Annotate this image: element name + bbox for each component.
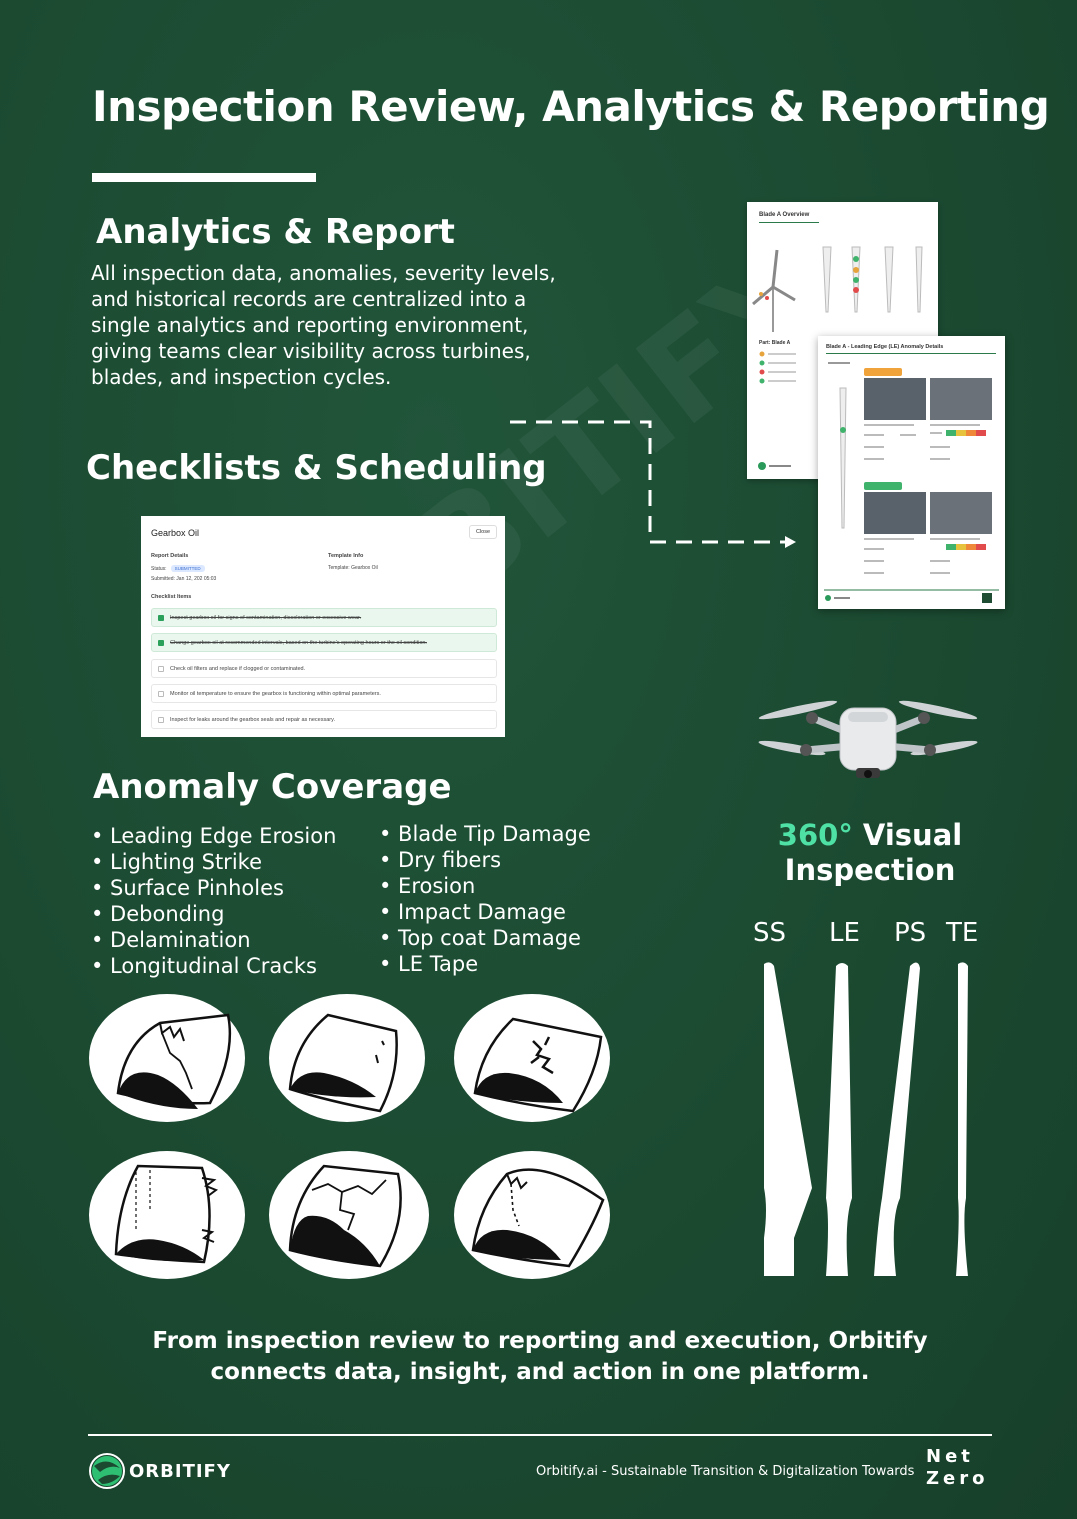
report-title: Blade A Overview [759,212,810,218]
lightning-strike-illustration-icon [269,994,425,1122]
analytics-heading: Analytics & Report [96,212,455,252]
template-value: Gearbox Oil [351,565,378,571]
blade-label-te: TE [946,918,979,948]
checklist-item[interactable]: Monitor oil temperature to ensure the ge… [151,684,497,703]
checklist-card: Gearbox Oil Close Report Details Status:… [141,516,505,737]
blade-label-le: LE [829,918,860,948]
blade-label-ps: PS [894,918,927,948]
checklist-item-text: Monitor oil temperature to ensure the ge… [170,690,381,697]
checklist-items-label: Checklist Items [151,594,192,600]
anomaly-details-content-icon [824,362,999,603]
close-button[interactable]: Close [468,525,497,539]
submitted-row: Submitted: Jan 12, 202 05:03 [151,576,216,582]
analytics-line: blades, and inspection cycles. [91,365,392,389]
report-title-rule [759,222,819,223]
anomaly-item: • Erosion [379,874,476,898]
anomaly-item: • Impact Damage [379,900,566,924]
checkbox-checked-icon[interactable] [158,639,164,646]
submitted-label: Submitted: [151,576,175,582]
status-label: Status: [151,566,167,572]
report-title: Blade A - Leading Edge (LE) Anomaly Deta… [826,344,944,350]
report-title-rule [826,353,996,354]
anomaly-list-col2: • Blade Tip Damage • Dry fibers • Erosio… [379,821,591,977]
blade-label-ss: SS [753,918,787,948]
surface-pinholes-illustration-icon [454,994,610,1122]
card-title: Gearbox Oil [151,528,200,538]
anomaly-item: • Surface Pinholes [91,876,284,900]
report-part-label: Part: Blade A [759,340,791,346]
page-title: Inspection Review, Analytics & Reporting [92,82,1050,131]
status-row: Status:SUBMITTED [151,565,205,572]
dashed-arrow-icon [510,420,796,548]
submitted-value: Jan 12, 202 05:03 [176,576,217,582]
analytics-line: single analytics and reporting environme… [91,313,529,337]
brand-name: ORBITIFY [129,1461,231,1482]
anomaly-details-report: Blade A - Leading Edge (LE) Anomaly Deta… [818,336,1005,609]
checklist-item-text: Change gearbox oil at recommended interv… [170,639,427,646]
inspection-title: 360° Visual Inspection [760,818,980,888]
footer-divider [88,1434,992,1436]
anomaly-heading: Anomaly Coverage [93,767,452,807]
anomaly-item: • Top coat Damage [379,926,581,950]
closing-statement: From inspection review to reporting and … [100,1326,980,1388]
orbitify-logo-small-icon [758,462,791,470]
checkbox-icon[interactable] [158,716,164,723]
checklist-item-text: Inspect for leaks around the gearbox sea… [170,716,335,723]
severity-legend-icon [759,351,796,384]
inspection-accent: 360° [777,818,853,852]
checklist-item[interactable]: Inspect for leaks around the gearbox sea… [151,710,497,729]
checkbox-checked-icon[interactable] [158,614,164,621]
checklist-item-text: Inspect gearbox oil for signs of contami… [170,614,362,621]
analytics-line: All inspection data, anomalies, severity… [91,261,556,285]
anomaly-item: • Debonding [91,902,225,926]
anomaly-item: • Delamination [91,928,251,952]
report-details-label: Report Details [151,553,189,559]
net-label: Net [926,1446,974,1467]
footer-tagline: Orbitify.ai - Sustainable Transition & D… [536,1464,915,1479]
checklist-item[interactable]: Check oil filters and replace if clogged… [151,659,497,678]
template-info-label: Template Info [328,553,364,559]
title-underline [92,173,316,182]
anomaly-item: • Dry fibers [379,848,502,872]
anomaly-item: • Lighting Strike [91,850,262,874]
anomaly-item: • Blade Tip Damage [379,822,591,846]
template-label: Template: [328,565,350,571]
inspection-line1: Visual [852,818,963,852]
leading-edge-erosion-illustration-icon [89,994,245,1122]
checklist-item-text: Check oil filters and replace if clogged… [170,665,306,672]
analytics-paragraph: All inspection data, anomalies, severity… [91,260,611,390]
inspection-line2: Inspection [784,853,956,887]
orbitify-logo-icon [89,1453,125,1489]
delamination-illustration-icon [269,1151,429,1279]
blade-tip-damage-illustration-icon [454,1151,610,1279]
anomaly-item: • Leading Edge Erosion [91,824,337,848]
template-row: Template: Gearbox Oil [328,565,378,571]
turbine-blades-overview-icon [752,246,923,332]
analytics-line: giving teams clear visibility across tur… [91,339,531,363]
drone-icon [758,700,978,778]
net-zero-label: Net Zero [926,1446,989,1490]
zero-label: Zero [926,1468,989,1489]
checklists-heading: Checklists & Scheduling [86,448,547,488]
blade-views-icon [764,962,968,1276]
anomaly-item: • Longitudinal Cracks [91,954,317,978]
analytics-line: and historical records are centralized i… [91,287,527,311]
checklist-item[interactable]: Inspect gearbox oil for signs of contami… [151,608,497,627]
anomaly-list-col1: • Leading Edge Erosion • Lighting Strike… [91,823,336,979]
checklist-item[interactable]: Change gearbox oil at recommended interv… [151,633,497,652]
checkbox-icon[interactable] [158,690,164,697]
status-badge: SUBMITTED [170,565,205,572]
debonding-illustration-icon [89,1151,245,1279]
checkbox-icon[interactable] [158,665,164,672]
closing-line: connects data, insight, and action in on… [210,1359,870,1385]
closing-line: From inspection review to reporting and … [152,1328,928,1354]
anomaly-item: • LE Tape [379,952,479,976]
